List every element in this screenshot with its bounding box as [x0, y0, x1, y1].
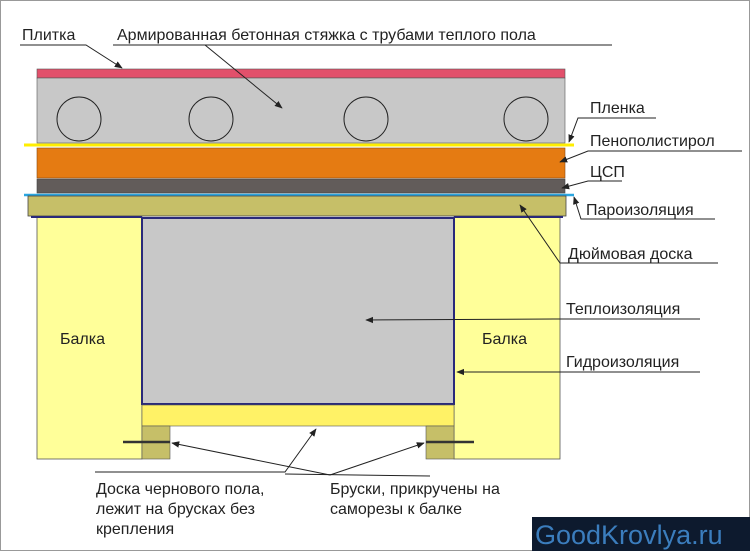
label-subfloor-2: лежит на брусках без [96, 501, 255, 518]
label-tile: Плитка [22, 27, 75, 44]
pipe [503, 96, 549, 142]
label-beam-right: Балка [482, 331, 527, 348]
label-csp: ЦСП [590, 164, 625, 181]
label-subfloor-1: Доска чернового пола, [96, 481, 264, 498]
heating-pipes [56, 96, 549, 142]
beam-right [453, 216, 561, 460]
label-film: Пленка [590, 100, 645, 117]
board-layer [27, 195, 567, 217]
label-board: Дюймовая доска [568, 246, 693, 263]
beam-left [36, 216, 143, 460]
label-eps: Пенополистирол [590, 133, 715, 150]
label-vapor: Пароизоляция [586, 202, 694, 219]
label-insulation: Теплоизоляция [566, 301, 680, 318]
screed-layer [36, 77, 566, 144]
subfloor-board [141, 404, 455, 427]
pipe [56, 96, 102, 142]
pipe [188, 96, 234, 142]
csp-layer [36, 178, 566, 194]
label-subfloor-3: крепления [96, 521, 174, 538]
eps-layer [36, 147, 566, 179]
label-screed: Армированная бетонная стяжка с трубами т… [117, 27, 536, 44]
watermark: GoodKrovlya.ru [535, 520, 723, 550]
label-beam-left: Балка [60, 331, 105, 348]
leader-lines [20, 44, 742, 477]
label-bars-2: саморезы к балке [330, 501, 462, 518]
insulation-block [141, 217, 455, 405]
pipe [343, 96, 389, 142]
label-waterproof: Гидроизоляция [566, 354, 679, 371]
tile-layer [36, 68, 566, 79]
watermark-background [532, 517, 750, 551]
label-bars-1: Бруски, прикручены на [330, 481, 500, 498]
